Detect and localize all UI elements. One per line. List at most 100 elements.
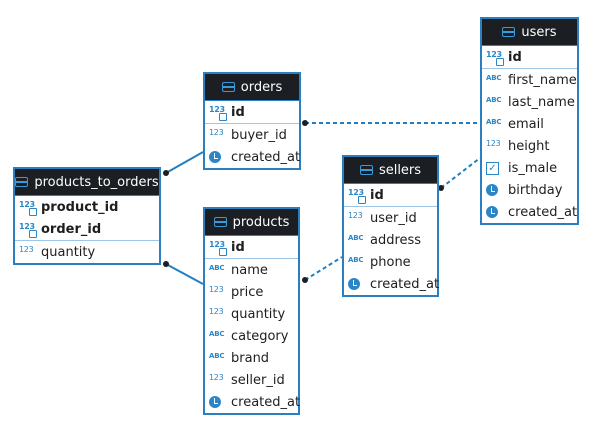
table-column[interactable]: created_at	[344, 273, 440, 295]
link-orders-users[interactable]	[302, 120, 480, 126]
table-column[interactable]: ABC name	[205, 259, 298, 281]
column-name: created_at	[231, 149, 301, 165]
link-products-to-orders-orders[interactable]	[163, 151, 204, 176]
table-column[interactable]: 123 price	[205, 281, 298, 303]
column-name: last_name	[508, 94, 575, 110]
link-sellers-users[interactable]	[438, 157, 481, 191]
table-title: users	[521, 24, 557, 40]
column-name: address	[370, 232, 422, 248]
numeric-key-icon: 123	[209, 240, 227, 256]
table-column[interactable]: ABC brand	[205, 347, 298, 369]
table-icon	[502, 27, 516, 37]
table-column[interactable]: 123 buyer_id	[205, 124, 299, 146]
table-header[interactable]: products	[205, 209, 298, 236]
column-name: birthday	[508, 182, 563, 198]
column-name: name	[231, 262, 268, 278]
numeric-key-icon: 123	[19, 222, 37, 238]
table-title: products_to_orders	[34, 174, 159, 190]
column-name: height	[508, 138, 550, 154]
numeric-key-icon: 123	[486, 50, 504, 66]
column-name: quantity	[41, 244, 96, 260]
table-column[interactable]: created_at	[205, 146, 301, 168]
table-column[interactable]: 123 user_id	[344, 207, 437, 229]
column-name: id	[231, 104, 245, 120]
table-column[interactable]: birthday	[482, 179, 577, 201]
text-icon: ABC	[486, 74, 502, 82]
numeric-icon: 123	[209, 306, 224, 316]
column-name: buyer_id	[231, 127, 287, 143]
column-name: created_at	[231, 394, 301, 410]
column-name: created_at	[370, 276, 440, 292]
text-icon: ABC	[209, 330, 225, 338]
table-title: products	[232, 214, 290, 230]
link-products-sellers[interactable]	[302, 256, 343, 283]
clock-icon	[486, 206, 504, 218]
numeric-icon: 123	[209, 284, 224, 294]
text-icon: ABC	[486, 118, 502, 126]
table-header[interactable]: orders	[205, 74, 299, 101]
column-name: price	[231, 284, 264, 300]
numeric-key-icon: 123	[19, 200, 37, 216]
table-icon	[359, 165, 373, 175]
numeric-icon: 123	[209, 127, 224, 137]
table-column[interactable]: created_at	[482, 201, 577, 223]
table-column[interactable]: ABC first_name	[482, 69, 577, 91]
column-name: first_name	[508, 72, 577, 88]
column-name: user_id	[370, 210, 417, 226]
table-column[interactable]: created_at	[205, 391, 301, 413]
table-header[interactable]: sellers	[344, 157, 437, 184]
key-separator	[205, 123, 299, 124]
column-name: quantity	[231, 306, 286, 322]
column-name: id	[231, 239, 245, 255]
column-name: category	[231, 328, 289, 344]
text-icon: ABC	[348, 256, 364, 264]
table-column[interactable]: ABC phone	[344, 251, 437, 273]
table-header[interactable]: products_to_orders	[15, 169, 159, 196]
column-name: email	[508, 116, 544, 132]
table-icon	[15, 177, 29, 187]
numeric-icon: 123	[348, 210, 363, 220]
column-name: product_id	[41, 199, 119, 215]
table-column[interactable]: ABC category	[205, 325, 298, 347]
column-name: id	[508, 49, 522, 65]
column-name: brand	[231, 350, 270, 366]
link-products-to-orders-products[interactable]	[163, 261, 204, 285]
table-column[interactable]: 123 quantity	[205, 303, 298, 325]
column-name: is_male	[508, 160, 558, 176]
numeric-key-icon: 123	[209, 105, 227, 121]
key-separator	[344, 206, 437, 207]
numeric-key-icon: 123	[348, 188, 366, 204]
table-column[interactable]: ABC email	[482, 113, 577, 135]
table-column[interactable]: is_male	[482, 157, 577, 179]
text-icon: ABC	[209, 264, 225, 272]
key-separator	[482, 68, 577, 69]
clock-icon	[209, 151, 227, 163]
table-header[interactable]: users	[482, 19, 577, 46]
clock-icon	[486, 184, 504, 196]
table-title: orders	[240, 79, 283, 95]
key-separator	[205, 258, 298, 259]
column-name: created_at	[508, 204, 578, 220]
clock-icon	[348, 278, 366, 290]
clock-icon	[209, 396, 227, 408]
text-icon: ABC	[209, 352, 225, 360]
column-name: phone	[370, 254, 411, 270]
